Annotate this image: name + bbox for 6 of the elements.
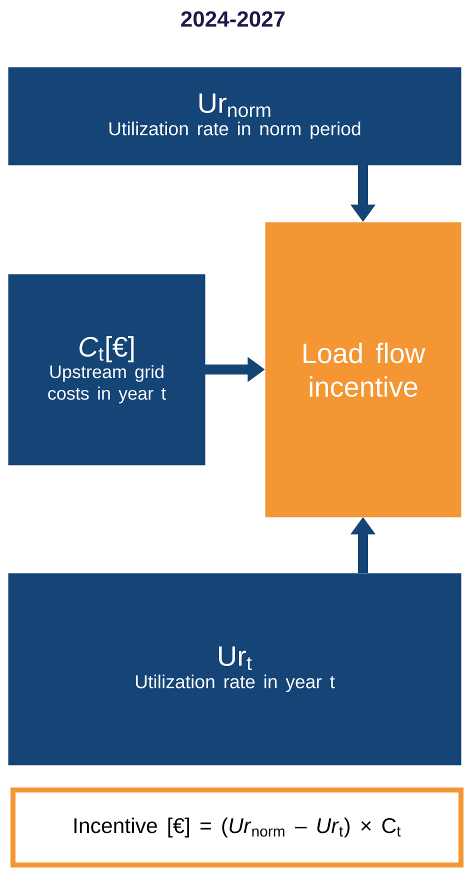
- rate-box: Ur$_{t}$ Utilization rate in year t: [8, 573, 462, 766]
- title: 2024-2027: [181, 11, 285, 27]
- rate-box: Ur$_{norm}$ Utilization rate in norm period: [8, 67, 462, 166]
- cost-box: C$_{t}$[€] Upstream grid costs in year t: [8, 274, 206, 466]
- formula-box: Incentive [€] = (Ur$_{norm}$ – Ur$_{t}$) × C$_{t}$: [10, 788, 464, 868]
- incentive-box: Load flow incentive: [265, 222, 462, 518]
